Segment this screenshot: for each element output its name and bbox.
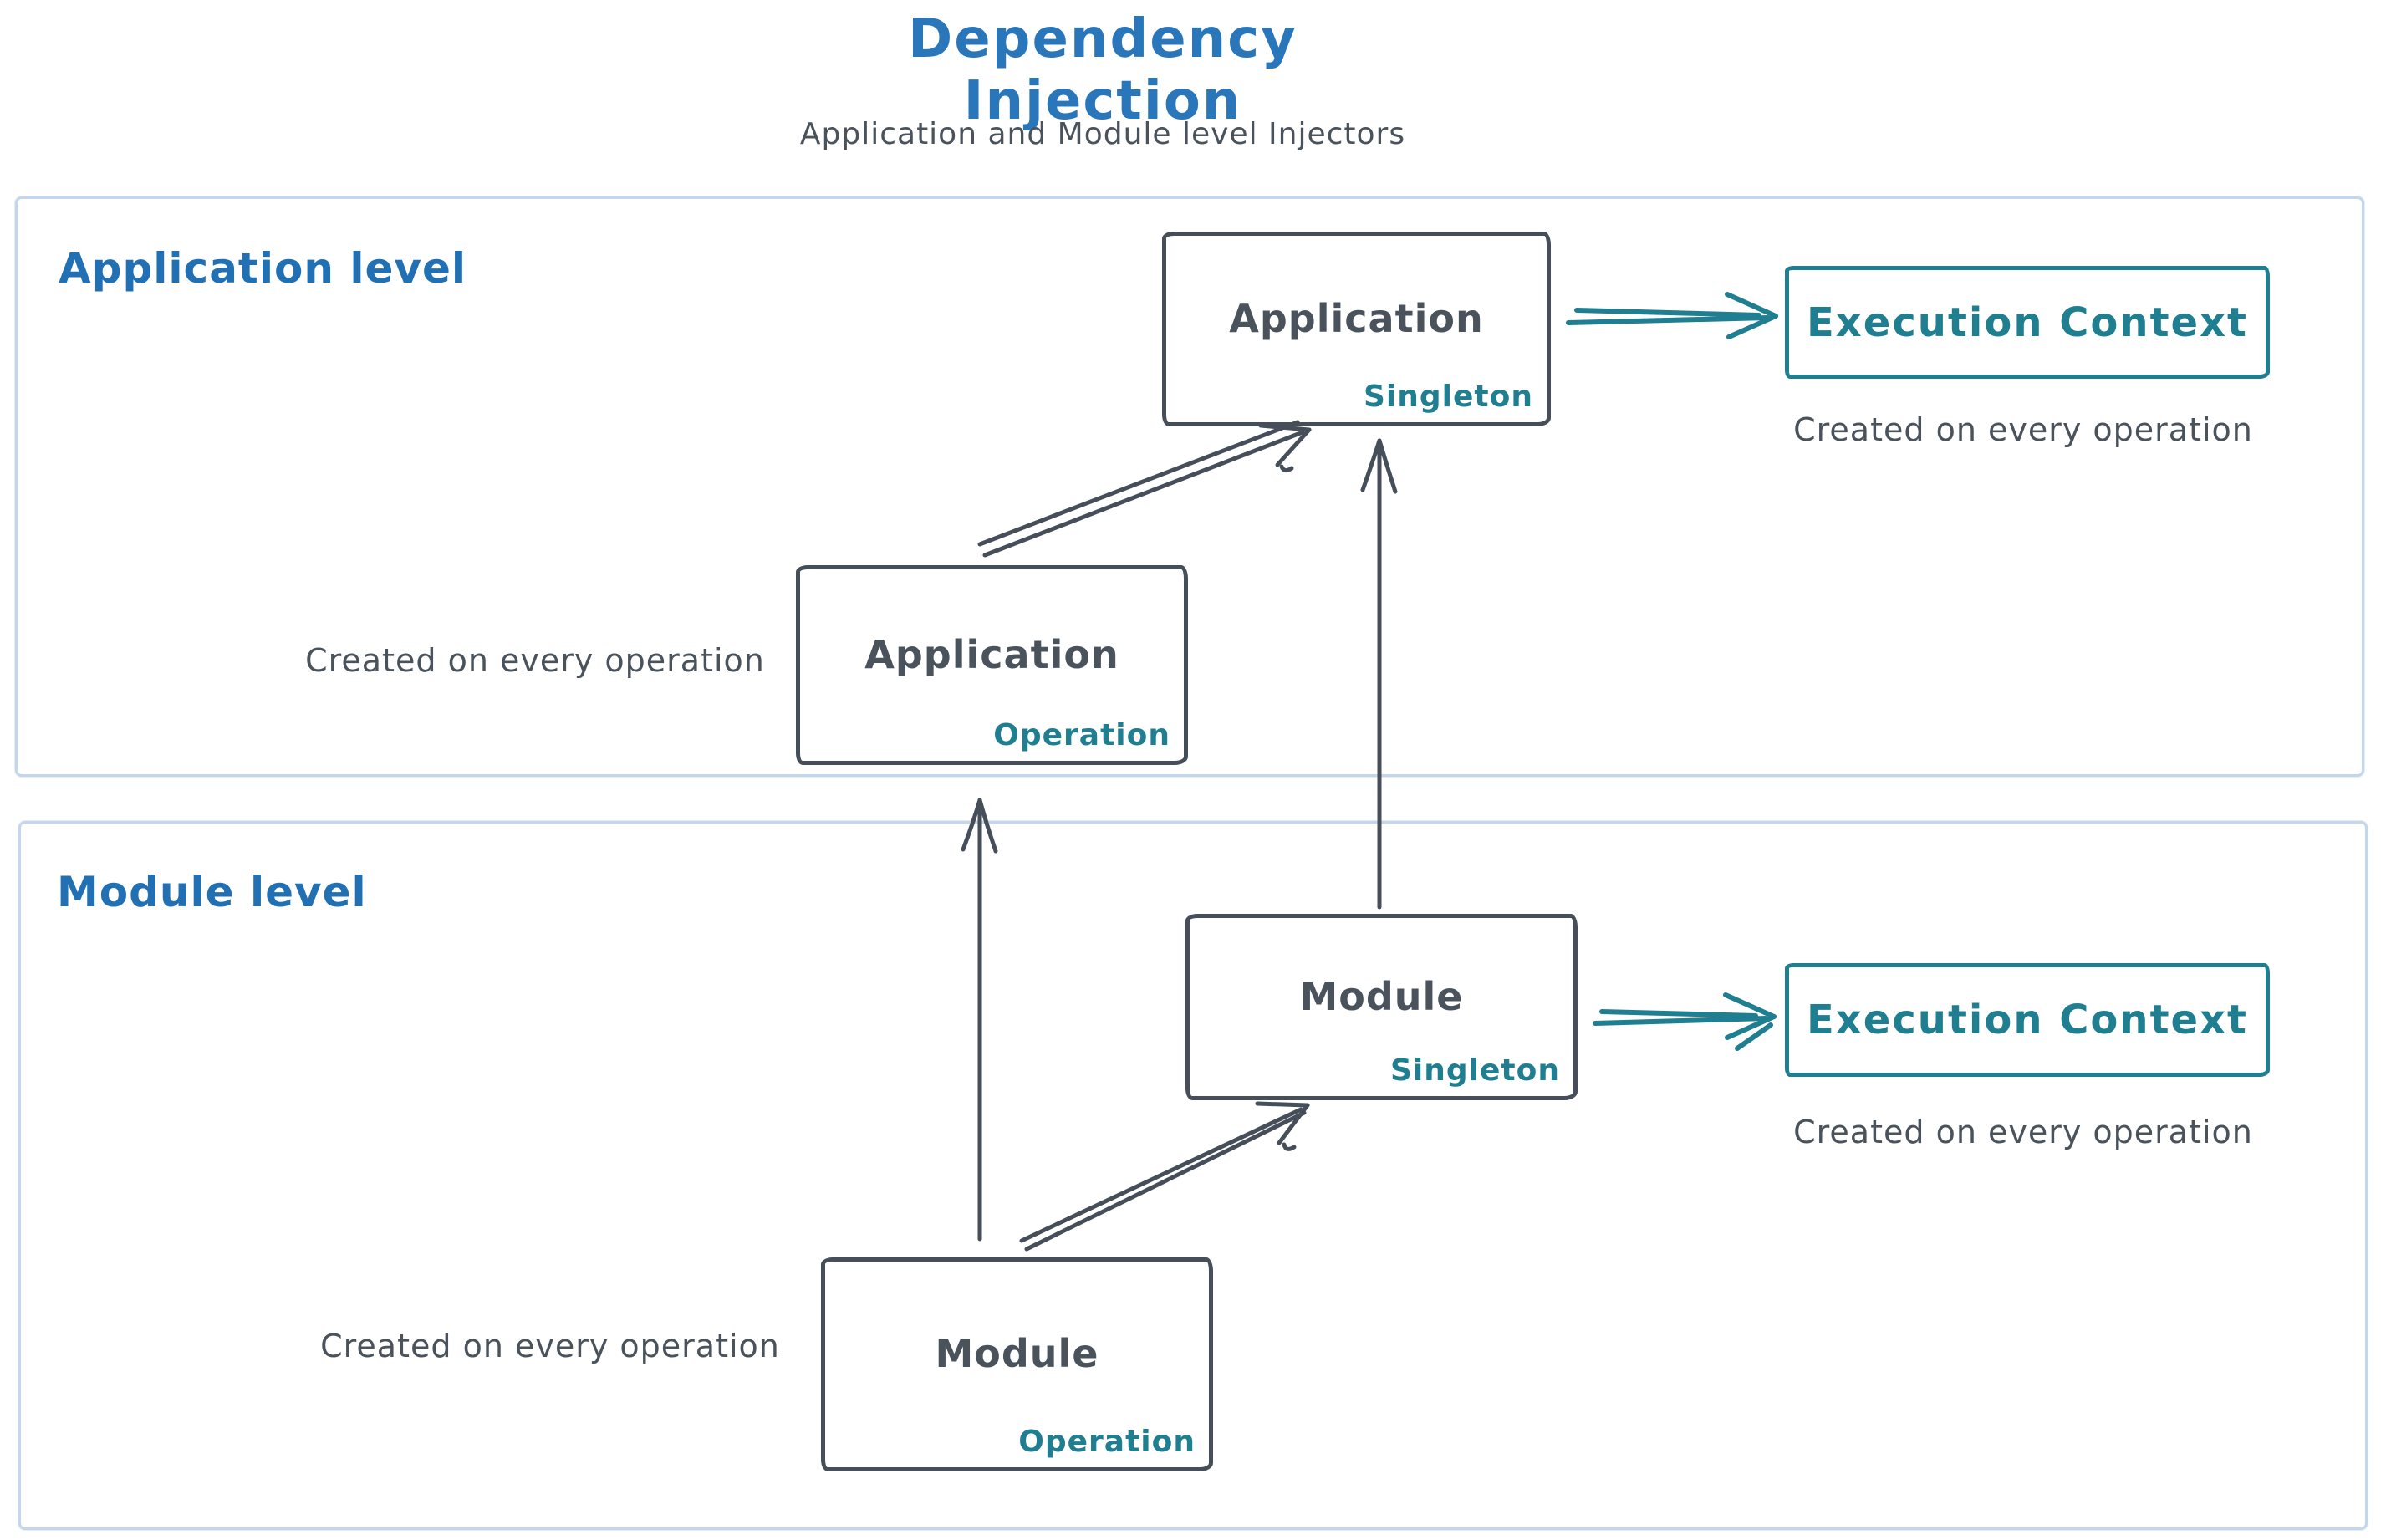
- module-singleton-title: Module: [1299, 973, 1464, 1019]
- application-singleton-box: Application Singleton: [1162, 232, 1551, 426]
- module-execution-context-box: Execution Context: [1785, 963, 2270, 1077]
- application-execution-context-box: Execution Context: [1785, 266, 2270, 379]
- module-level-label: Module level: [57, 868, 367, 916]
- module-operation-tag: Operation: [1018, 1425, 1196, 1459]
- application-operation-title: Application: [864, 631, 1119, 677]
- page-subtitle: Application and Module level Injectors: [799, 117, 1406, 151]
- module-operation-caption: Created on every operation: [320, 1328, 780, 1364]
- application-operation-caption: Created on every operation: [305, 642, 765, 679]
- page-title: Dependency Injection: [908, 8, 1298, 132]
- application-execution-context-caption: Created on every operation: [1793, 411, 2253, 448]
- module-singleton-box: Module Singleton: [1185, 914, 1578, 1100]
- application-operation-tag: Operation: [993, 718, 1170, 752]
- module-operation-box: Module Operation: [821, 1257, 1213, 1471]
- application-singleton-tag: Singleton: [1364, 380, 1533, 414]
- module-execution-context-title: Execution Context: [1807, 997, 2248, 1043]
- application-singleton-title: Application: [1229, 295, 1484, 341]
- module-operation-title: Module: [935, 1331, 1099, 1376]
- module-singleton-tag: Singleton: [1390, 1053, 1560, 1088]
- application-execution-context-title: Execution Context: [1807, 298, 2248, 346]
- application-operation-box: Application Operation: [796, 565, 1188, 765]
- module-execution-context-caption: Created on every operation: [1793, 1114, 2253, 1150]
- application-level-label: Application level: [59, 244, 467, 293]
